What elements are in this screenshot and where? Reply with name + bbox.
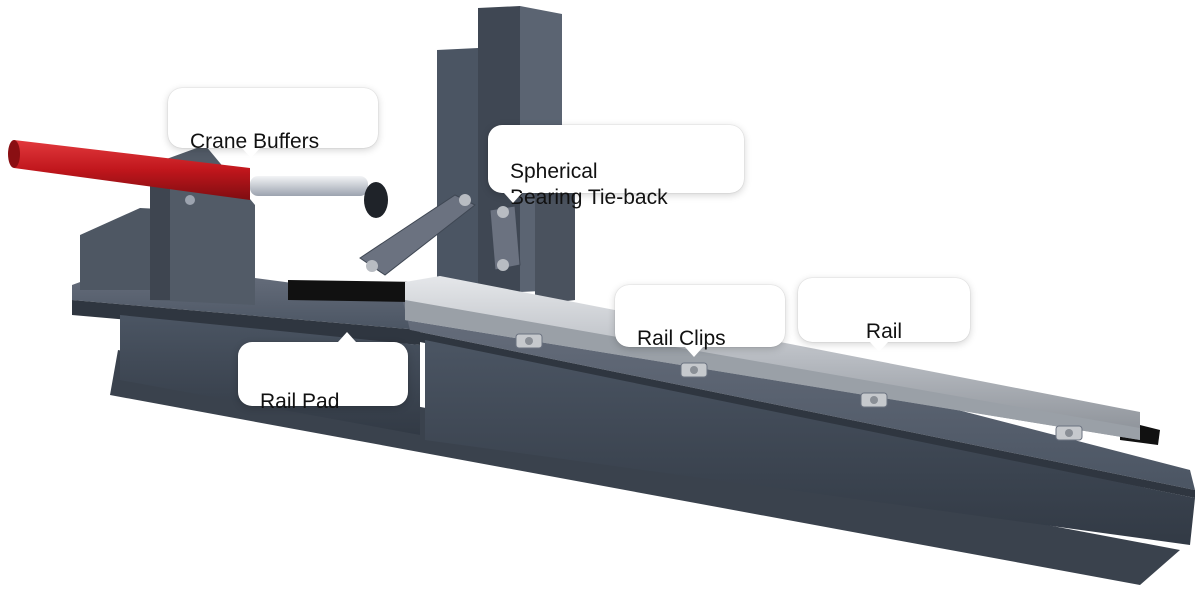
callout-rail-clips: Rail Clips: [615, 285, 785, 357]
label-spherical-bearing-tieback: Spherical Bearing Tie-back: [510, 160, 668, 209]
rail-clip: [680, 362, 708, 378]
rail-clip: [1055, 425, 1083, 441]
callout-pointer: [685, 347, 703, 357]
callout-pointer: [242, 148, 260, 158]
callout-pointer: [504, 193, 522, 203]
callout-rail: Rail: [798, 278, 970, 352]
crane-buffer: [8, 140, 388, 218]
tie-back-links: [359, 194, 521, 276]
callout-pointer: [338, 332, 356, 342]
label-rail: Rail: [865, 320, 903, 343]
label-rail-clips: Rail Clips: [637, 327, 726, 350]
callout-rail-pad: Rail Pad: [238, 332, 408, 413]
label-rail-pad: Rail Pad: [260, 390, 340, 413]
rail: [405, 276, 1140, 440]
rail-clip: [860, 392, 888, 408]
callout-crane-buffers: Crane Buffers: [168, 88, 378, 158]
label-crane-buffers: Crane Buffers: [190, 130, 320, 153]
callout-spherical-bearing-tieback: Spherical Bearing Tie-back: [488, 125, 744, 209]
rail-clips: [515, 333, 1083, 441]
rail-clip: [515, 333, 543, 349]
callout-pointer: [870, 342, 888, 352]
